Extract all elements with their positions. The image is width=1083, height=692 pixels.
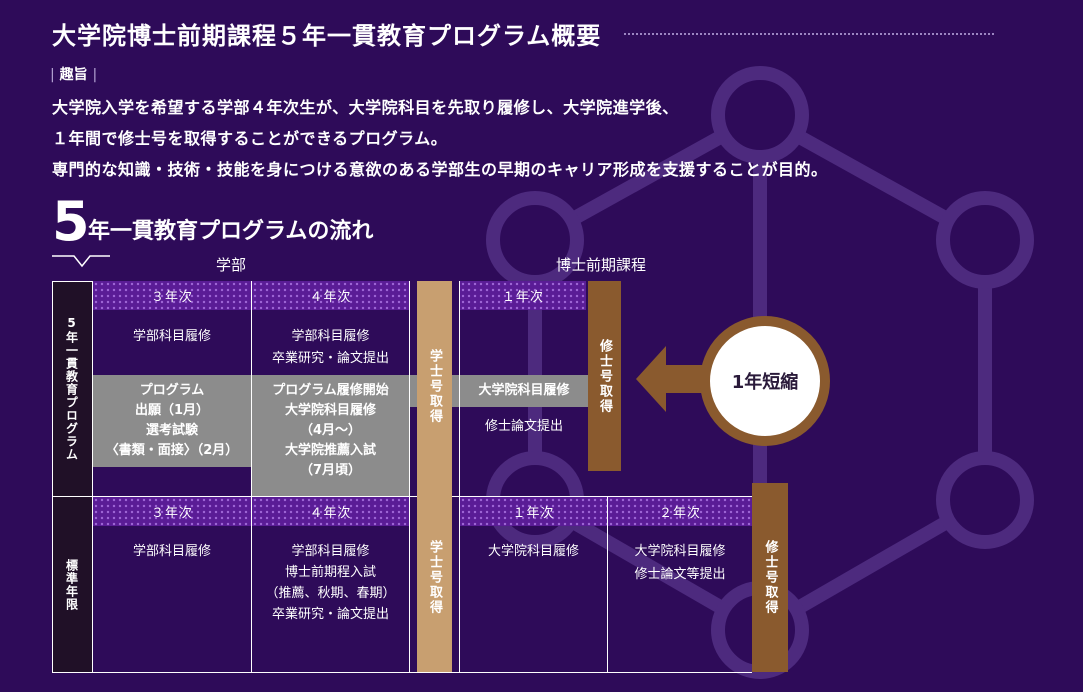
bachelor-degree-bar: 学士号取得 xyxy=(417,281,452,491)
purpose-line: 専門的な知識・技術・技能を身につける意欲のある学部生の早期のキャリア形成を支援す… xyxy=(52,160,828,179)
year-header-4: ４年次 xyxy=(252,497,409,526)
year-header-m2: ２年次 xyxy=(608,497,752,526)
gray-text: 選考試験 xyxy=(145,423,198,438)
one-year-shortened-badge: 1年短縮 xyxy=(700,316,830,446)
side-label-program: 5年一貫教育プログラム xyxy=(52,281,92,496)
grid-line xyxy=(92,281,93,673)
check-mark-decoration xyxy=(52,255,110,268)
purpose-heading: | 趣旨 | xyxy=(50,67,98,83)
gray-text: （4月〜） xyxy=(299,423,362,438)
table-border-top xyxy=(52,281,92,282)
gray-text: 大学院科目履修 xyxy=(284,403,376,418)
year-header-3: ３年次 xyxy=(93,281,251,310)
row-divider xyxy=(52,496,752,497)
grid-line xyxy=(607,497,608,673)
cell-text: 学部科目履修 xyxy=(132,329,211,344)
year-header-3: ３年次 xyxy=(93,497,251,526)
gray-text: 〈書類・面接〉（2月） xyxy=(105,443,239,458)
side-label-standard: 標準年限 xyxy=(52,497,92,673)
master-degree-bar: 修士号取得 xyxy=(588,281,621,471)
year-header-m1: １年次 xyxy=(460,497,607,526)
grid-line xyxy=(459,281,460,673)
gray-text: 大学院科目履修 xyxy=(478,383,570,398)
cell-text: 学部科目履修 xyxy=(291,329,370,344)
table-border-bottom xyxy=(52,672,752,673)
cell-text: 修士論文提出 xyxy=(484,419,563,434)
flow-title: 年一貫教育プログラムの流れ xyxy=(88,219,374,244)
page-title: 大学院博士前期課程５年一貫教育プログラム概要 xyxy=(52,22,602,50)
flow-number: 5 xyxy=(52,190,90,253)
year-header-4: ４年次 xyxy=(252,281,409,310)
year-header-m1: １年次 xyxy=(460,281,586,310)
cell-text: 大学院科目履修 xyxy=(634,544,726,559)
label-master-course: 博士前期課程 xyxy=(556,256,647,274)
cell-text: 博士前期程入試 xyxy=(284,565,376,580)
bachelor-degree-bar: 学士号取得 xyxy=(417,483,452,672)
arrow-left-icon xyxy=(636,346,716,412)
grid-line xyxy=(251,281,252,673)
grid-line xyxy=(409,281,410,673)
graduate-course-box xyxy=(460,375,588,407)
cell-text: 卒業研究・論文提出 xyxy=(271,351,389,366)
table-border-left xyxy=(52,281,53,673)
cell-text: 学部科目履修 xyxy=(132,544,211,559)
cell-text: 学部科目履修 xyxy=(291,544,370,559)
purpose-label: 趣旨 xyxy=(59,67,88,83)
gray-text: プログラム履修開始 xyxy=(272,383,389,398)
gray-text: プログラム xyxy=(139,383,205,398)
purpose-line: １年間で修士号を取得することができるプログラム。 xyxy=(52,129,448,148)
program-start-box xyxy=(252,375,409,496)
cell-text: 卒業研究・論文提出 xyxy=(271,607,389,622)
cell-text: （推薦、秋期、春期） xyxy=(265,586,396,601)
purpose-line: 大学院入学を希望する学部４年次生が、大学院科目を先取り履修し、大学院進学後、 xyxy=(52,98,679,117)
gray-text: 大学院推薦入試 xyxy=(284,443,376,458)
cell-text: 大学院科目履修 xyxy=(487,544,579,559)
master-degree-bar: 修士号取得 xyxy=(752,483,788,672)
cell-text: 修士論文等提出 xyxy=(634,567,726,582)
title-dotted-rule xyxy=(624,33,994,35)
label-undergrad: 学部 xyxy=(216,256,247,274)
gray-text: 出願（1月） xyxy=(134,403,210,418)
program-application-box xyxy=(93,375,251,467)
gray-text: （7月頃） xyxy=(299,463,362,478)
